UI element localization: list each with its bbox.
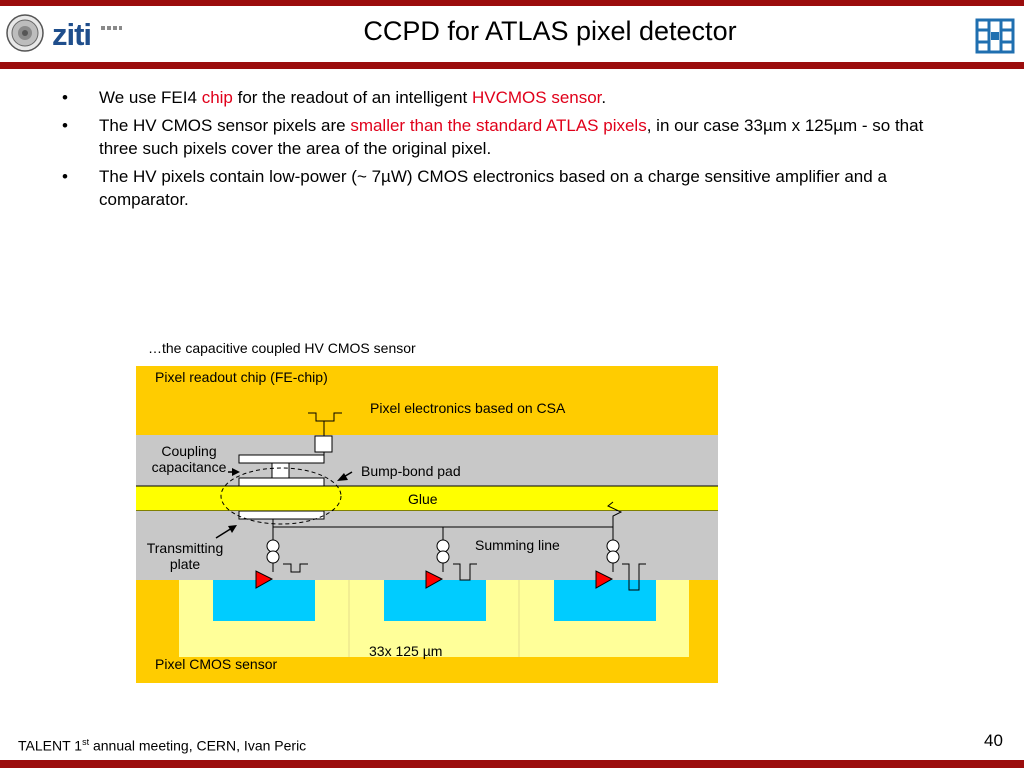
glue-label: Glue bbox=[408, 491, 438, 507]
sensor-gray-layer bbox=[136, 511, 718, 580]
pixel-circuit bbox=[595, 539, 646, 591]
diagram-caption: …the capacitive coupled HV CMOS sensor bbox=[148, 340, 416, 356]
summing-line-label: Summing line bbox=[475, 537, 560, 553]
bullet-item: We use FEI4 chip for the readout of an i… bbox=[62, 86, 942, 109]
ziti-logo: ziti bbox=[52, 17, 122, 52]
bullet-item: The HV CMOS sensor pixels are smaller th… bbox=[62, 114, 942, 160]
bullet-text: The HV CMOS sensor pixels are bbox=[99, 116, 351, 135]
footer-text: TALENT 1st annual meeting, CERN, Ivan Pe… bbox=[18, 737, 307, 754]
pixel-electronics-label: Pixel electronics based on CSA bbox=[370, 400, 566, 416]
amplifier-triangle bbox=[425, 570, 444, 589]
coupling-region-ellipse bbox=[220, 467, 342, 525]
institute-logo-icon bbox=[975, 18, 1015, 54]
pixel-size-label: 33x 125 µm bbox=[369, 643, 443, 659]
bullet-text: . bbox=[601, 88, 607, 107]
slide-title: CCPD for ATLAS pixel detector bbox=[363, 16, 737, 46]
university-seal-icon bbox=[6, 14, 44, 52]
coupling-plate-top bbox=[238, 477, 325, 487]
pixel-circuit bbox=[255, 539, 308, 589]
transmitting-plate-label: Transmitting plate bbox=[146, 540, 224, 572]
page-number: 40 bbox=[984, 731, 1003, 750]
bullet-text: , in our case 33µm x 125µm - so that thr… bbox=[99, 116, 924, 158]
sensor-cross-section-diagram: Pixel readout chip (FE-chip) Pixel elect… bbox=[136, 366, 718, 683]
pixel-circuit bbox=[425, 539, 477, 589]
bullet-text: The HV pixels contain low-power (~ 7µW) … bbox=[99, 167, 887, 209]
bump-bond-pad bbox=[238, 454, 325, 464]
transmitting-plate bbox=[238, 510, 325, 520]
glue-layer bbox=[136, 486, 718, 511]
highlighted-text: smaller than the standard ATLAS pixels bbox=[350, 116, 647, 135]
diode-well bbox=[554, 580, 656, 621]
cmos-sensor-label: Pixel CMOS sensor bbox=[155, 656, 278, 672]
bullet-text: for the readout of an intelligent bbox=[232, 88, 472, 107]
highlighted-text: chip bbox=[201, 88, 233, 107]
readout-chip-layer bbox=[136, 366, 718, 435]
bullet-item: The HV pixels contain low-power (~ 7µW) … bbox=[62, 165, 942, 211]
coupling-capacitance-label: Coupling capacitance bbox=[151, 443, 227, 475]
top-accent-bar bbox=[0, 0, 1024, 6]
amplifier-triangle bbox=[255, 570, 274, 589]
bump-bond-pad-label: Bump-bond pad bbox=[361, 463, 461, 479]
svg-text:ziti: ziti bbox=[52, 17, 91, 52]
bullet-list: We use FEI4 chip for the readout of an i… bbox=[62, 86, 942, 216]
amplifier-triangle bbox=[595, 570, 614, 589]
coupling-gray-layer bbox=[136, 435, 718, 486]
title-divider bbox=[0, 62, 1024, 69]
diode-well bbox=[384, 580, 486, 621]
bullet-text: We use FEI4 bbox=[99, 88, 202, 107]
bottom-accent-bar bbox=[0, 760, 1024, 768]
diode-well bbox=[213, 580, 315, 621]
highlighted-text: HVCMOS sensor bbox=[471, 88, 602, 107]
readout-chip-label: Pixel readout chip (FE-chip) bbox=[155, 369, 328, 385]
